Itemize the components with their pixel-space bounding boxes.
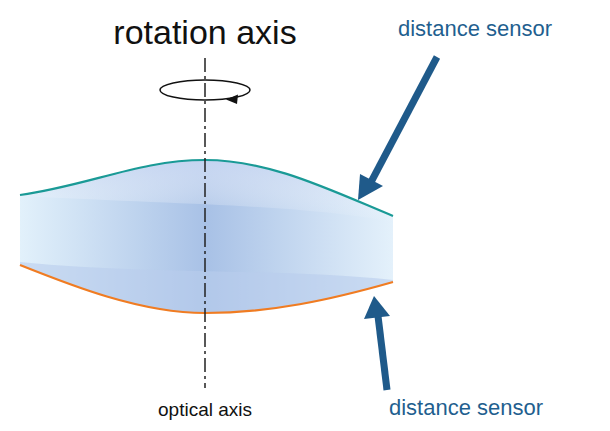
bottom-surface bbox=[20, 265, 393, 313]
sensor-label: distance sensor bbox=[398, 17, 552, 41]
lens-body bbox=[20, 160, 393, 313]
sensor-arrow bbox=[370, 57, 437, 184]
sensor-arrow bbox=[378, 316, 387, 390]
sensor-arrowhead bbox=[358, 174, 383, 200]
sensor-arrowhead bbox=[364, 296, 390, 319]
axis-title: rotation axis bbox=[113, 14, 296, 51]
top-surface bbox=[20, 160, 393, 216]
lens-top-face bbox=[20, 160, 393, 222]
optical-axis-line bbox=[204, 58, 206, 388]
sensor-label: distance sensor bbox=[389, 396, 543, 420]
lens-bottom-face bbox=[20, 262, 393, 313]
axis-label: optical axis bbox=[158, 400, 252, 421]
rotation-arrowhead bbox=[226, 95, 238, 105]
